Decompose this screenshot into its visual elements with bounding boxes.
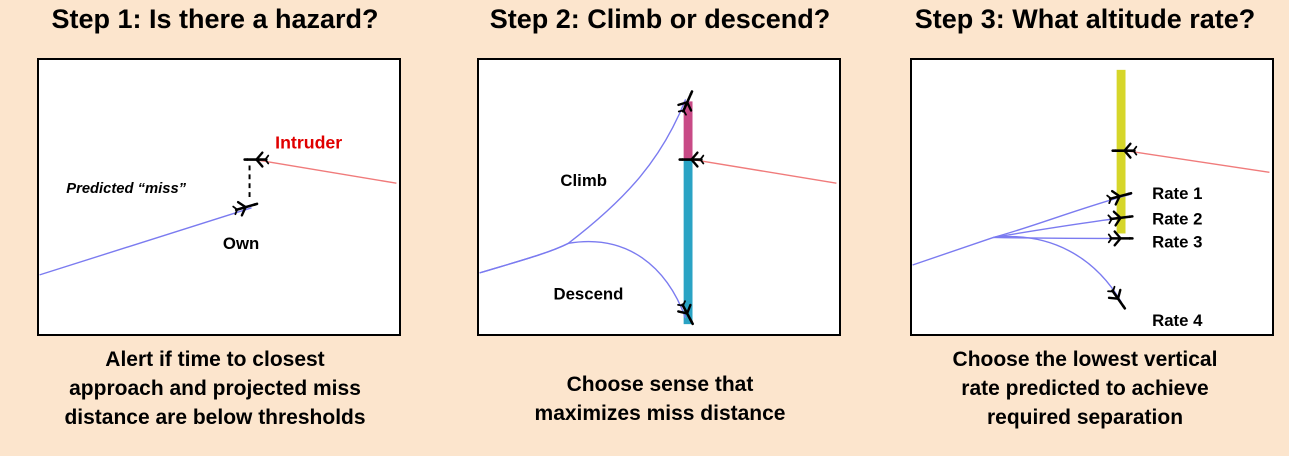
aircraft-icon	[242, 151, 270, 168]
caption-line: distance are below thresholds	[64, 406, 366, 429]
aircraft-icon	[231, 195, 262, 219]
step3-svg: Rate 1 Rate 2 Rate 3 Rate 4	[912, 69, 1270, 330]
rate4-label: Rate 4	[1152, 311, 1203, 330]
caption-line: approach and projected miss	[69, 377, 361, 400]
step3-title: Step 3: What altitude rate?	[914, 4, 1256, 34]
step2-title: Step 2: Climb or descend?	[489, 4, 831, 34]
own-label: Own	[223, 234, 259, 253]
caption-line: Choose the lowest vertical	[952, 348, 1218, 371]
intruder-trajectory	[692, 158, 837, 184]
step2-svg: Climb Descend	[479, 86, 837, 330]
descend-label: Descend	[554, 285, 624, 304]
step3-panel: Step 3: What altitude rate? Rate 1 Rate …	[875, 0, 1289, 456]
step1-caption: Alert if time to closest approach and pr…	[0, 345, 430, 432]
caption-line: Alert if time to closest	[105, 348, 325, 371]
intruder-trajectory	[1125, 149, 1270, 174]
step1-diagram: Intruder Predicted “miss” Own	[37, 58, 401, 336]
caption-line: maximizes miss distance	[534, 402, 786, 425]
rate4-trajectory	[993, 235, 1123, 303]
step2-panel: Step 2: Climb or descend? Climb Descend …	[445, 0, 875, 456]
own-trajectory	[912, 236, 994, 266]
aircraft-icon	[1104, 283, 1133, 315]
step1-panel: Step 1: Is there a hazard? Intruder Pred…	[0, 0, 430, 456]
intruder-trajectory	[254, 158, 397, 184]
step3-diagram: Rate 1 Rate 2 Rate 3 Rate 4	[910, 58, 1274, 336]
predicted-miss-label: Predicted “miss”	[66, 181, 186, 197]
own-trajectory	[39, 207, 252, 276]
caption-line: required separation	[986, 406, 1184, 429]
caption-line: Choose sense that	[566, 373, 754, 396]
aircraft-icon	[1107, 230, 1135, 247]
rate1-label: Rate 1	[1152, 184, 1202, 203]
caption-line: rate predicted to achieve	[961, 377, 1209, 400]
step2-caption: Choose sense that maximizes miss distanc…	[445, 370, 875, 428]
descend-separation-bar	[683, 158, 693, 325]
descend-trajectory	[479, 241, 687, 319]
intruder-label: Intruder	[275, 133, 342, 153]
step1-title: Step 1: Is there a hazard?	[51, 4, 379, 34]
climb-label: Climb	[560, 171, 607, 190]
step2-diagram: Climb Descend	[477, 58, 841, 336]
rate2-label: Rate 2	[1152, 210, 1202, 229]
climb-separation-bar	[683, 101, 693, 159]
rate3-label: Rate 3	[1152, 232, 1202, 251]
step1-svg: Intruder Predicted “miss” Own	[39, 133, 397, 276]
step3-caption: Choose the lowest vertical rate predicte…	[878, 345, 1289, 432]
